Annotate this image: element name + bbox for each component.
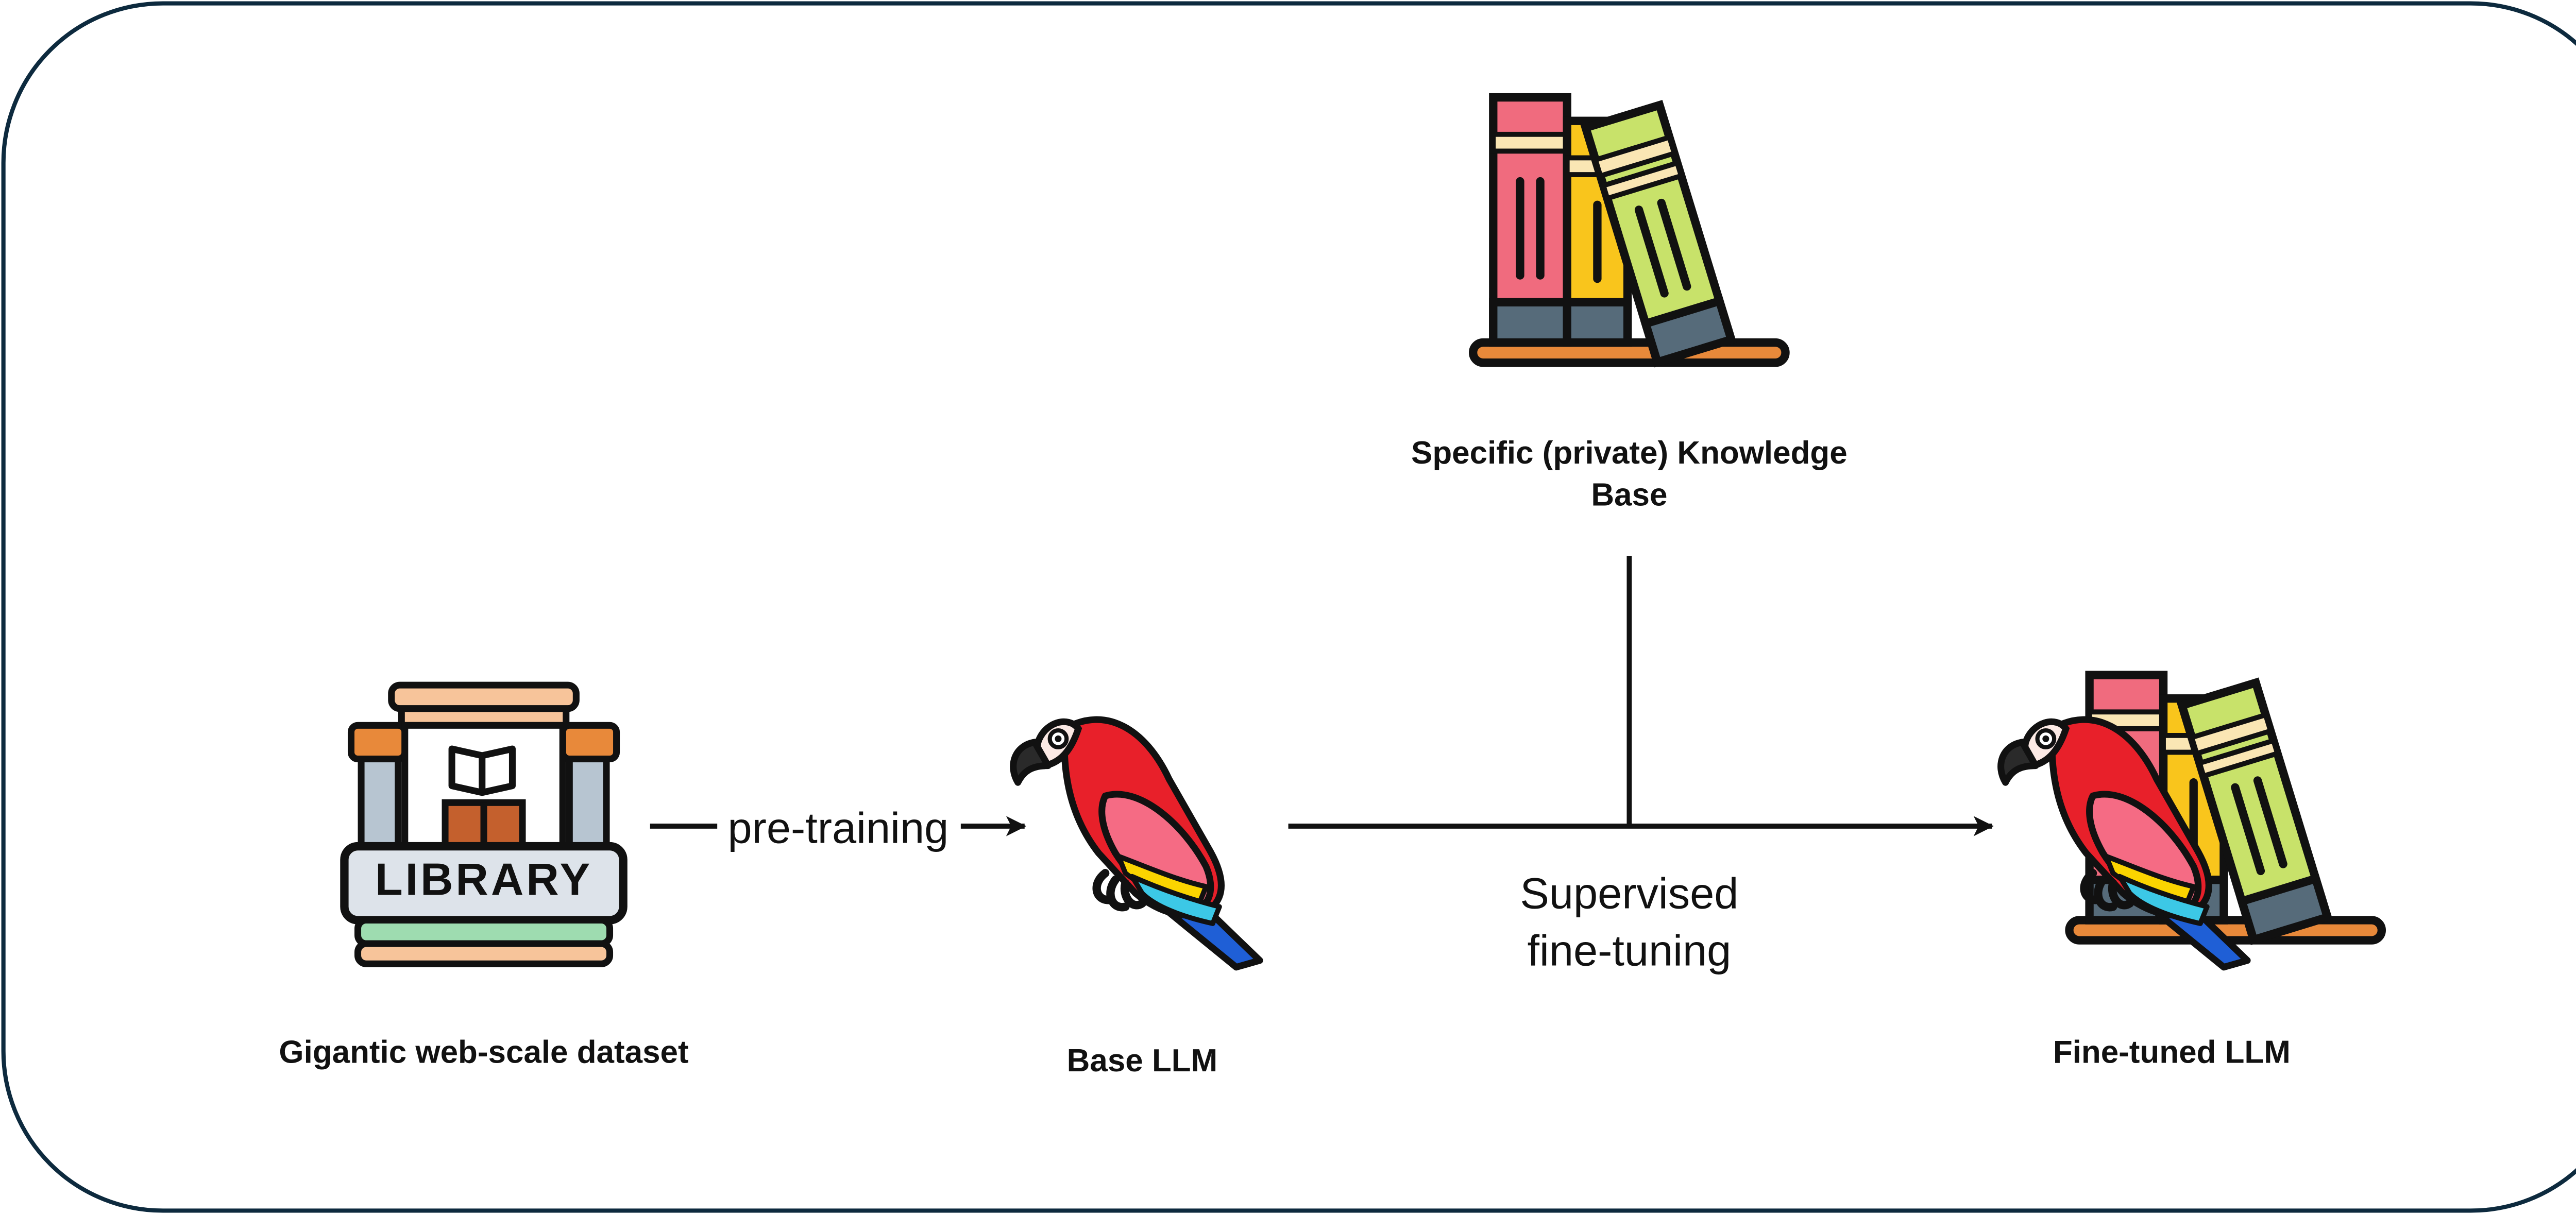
library-sign-text: LIBRARY (375, 854, 592, 905)
knowledge-base-label-line1: Specific (private) Knowledge (1411, 435, 1848, 471)
pretraining-edge: pre-training (650, 803, 1027, 852)
knowledge-base-label-line2: Base (1591, 477, 1667, 512)
finetuned-llm-label: Fine-tuned LLM (2053, 1035, 2291, 1070)
sft-label-line1: Supervised (1520, 869, 1738, 918)
library-building-icon (344, 685, 623, 964)
knowledge-base-node: Specific (private) Knowledge Base (1411, 97, 1848, 512)
dataset-node: LIBRARY Gigantic web-scale dataset (279, 685, 689, 1070)
base-llm-label: Base LLM (1067, 1043, 1218, 1079)
base-llm-node: Base LLM (1013, 720, 1260, 1079)
sft-edge: Supervised fine-tuning (1288, 556, 1994, 975)
dataset-label: Gigantic web-scale dataset (279, 1035, 688, 1070)
pretraining-label: pre-training (728, 803, 949, 852)
sft-label-line2: fine-tuning (1527, 926, 1731, 975)
finetuned-llm-node: Fine-tuned LLM (2001, 675, 2382, 1070)
